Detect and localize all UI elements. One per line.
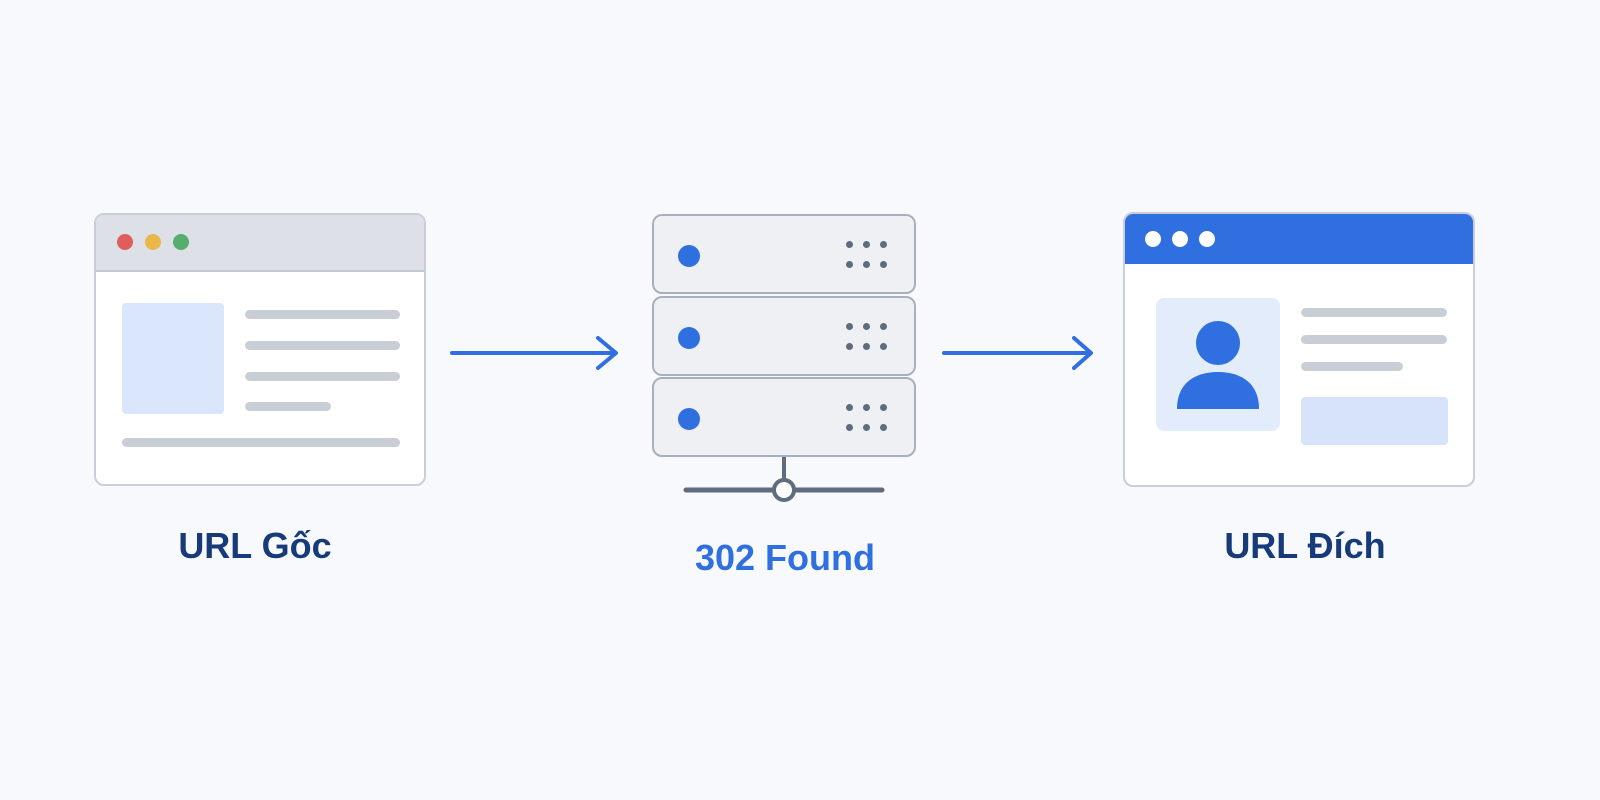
maximize-dot-icon	[173, 234, 189, 250]
target-browser-window	[1123, 212, 1475, 487]
window-title-bar	[1125, 214, 1473, 264]
text-line	[245, 310, 400, 319]
arrow-right-icon	[450, 336, 618, 370]
close-dot-icon	[117, 234, 133, 250]
text-line	[1301, 335, 1447, 344]
window-dot-icon	[1172, 231, 1188, 247]
status-light-icon	[678, 245, 700, 267]
source-url-label: URL Gốc	[178, 525, 332, 566]
button-placeholder	[1301, 397, 1448, 445]
vent-dots-icon	[846, 323, 888, 353]
arrow-right-icon	[942, 336, 1093, 370]
server-unit	[652, 214, 916, 294]
text-line	[245, 372, 400, 381]
text-line	[1301, 362, 1403, 371]
vent-dots-icon	[846, 404, 888, 434]
server-unit	[652, 296, 916, 376]
image-placeholder	[122, 303, 224, 414]
user-avatar-icon	[1177, 321, 1259, 409]
minimize-dot-icon	[145, 234, 161, 250]
server-unit	[652, 377, 916, 457]
text-line	[122, 438, 400, 447]
status-light-icon	[678, 408, 700, 430]
text-line	[245, 402, 331, 411]
text-line	[1301, 308, 1447, 317]
text-line	[245, 341, 400, 350]
source-browser-window	[94, 213, 426, 486]
window-dot-icon	[1145, 231, 1161, 247]
status-code-label: 302 Found	[694, 537, 876, 578]
vent-dots-icon	[846, 241, 888, 271]
network-connector-icon	[683, 457, 885, 502]
window-dot-icon	[1199, 231, 1215, 247]
profile-card	[1156, 298, 1280, 431]
window-title-bar	[96, 215, 424, 272]
target-url-label: URL Đích	[1224, 525, 1386, 566]
status-light-icon	[678, 327, 700, 349]
